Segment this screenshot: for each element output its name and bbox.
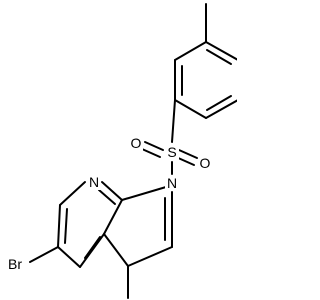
- bond: [174, 41, 207, 61]
- double-bond-inner: [206, 95, 232, 111]
- bond: [205, 41, 237, 61]
- atom-label: S: [167, 144, 176, 160]
- sulfonyl-oxygen-left-bond: [141, 148, 161, 158]
- bond: [79, 233, 105, 268]
- atom-label: N: [89, 174, 99, 190]
- tolyl-ring: [174, 41, 237, 119]
- atom-sulfur: S: [165, 144, 179, 160]
- atom-label: O: [200, 155, 211, 171]
- bond: [101, 181, 123, 201]
- bond: [174, 99, 207, 119]
- bond: [103, 199, 123, 235]
- bond: [59, 181, 86, 206]
- atom-ring-nitrogen: N: [87, 174, 101, 190]
- atom-sulfonyl-nitrogen: N: [165, 175, 179, 191]
- atom-oxygen-right: O: [198, 155, 212, 171]
- pyridine-ring: [57, 181, 123, 268]
- atom-label: N: [167, 175, 177, 191]
- molecule-structure: Br N N S O O: [4, 3, 237, 299]
- double-bond-inner: [84, 236, 101, 259]
- bond: [103, 233, 129, 267]
- sulfonyl-oxygen-right-bond: [178, 149, 198, 159]
- double-bond-inner: [98, 189, 116, 205]
- aryl-sulfur-bond: [171, 99, 176, 143]
- bond: [57, 246, 81, 268]
- atom-oxygen-left: O: [129, 135, 143, 151]
- bond: [121, 186, 167, 201]
- pyrrole-ring: [103, 186, 173, 267]
- bromine-bond: [29, 246, 59, 263]
- atom-bromine: Br: [4, 256, 26, 272]
- atom-label: O: [131, 135, 142, 151]
- bond: [127, 246, 173, 267]
- double-bond-inner: [64, 208, 68, 244]
- bond: [205, 99, 237, 119]
- atom-label: Br: [8, 256, 22, 272]
- double-bond-inner: [206, 49, 232, 65]
- bond: [57, 204, 61, 248]
- sulfonyl-oxygen-left-bond: [144, 141, 164, 151]
